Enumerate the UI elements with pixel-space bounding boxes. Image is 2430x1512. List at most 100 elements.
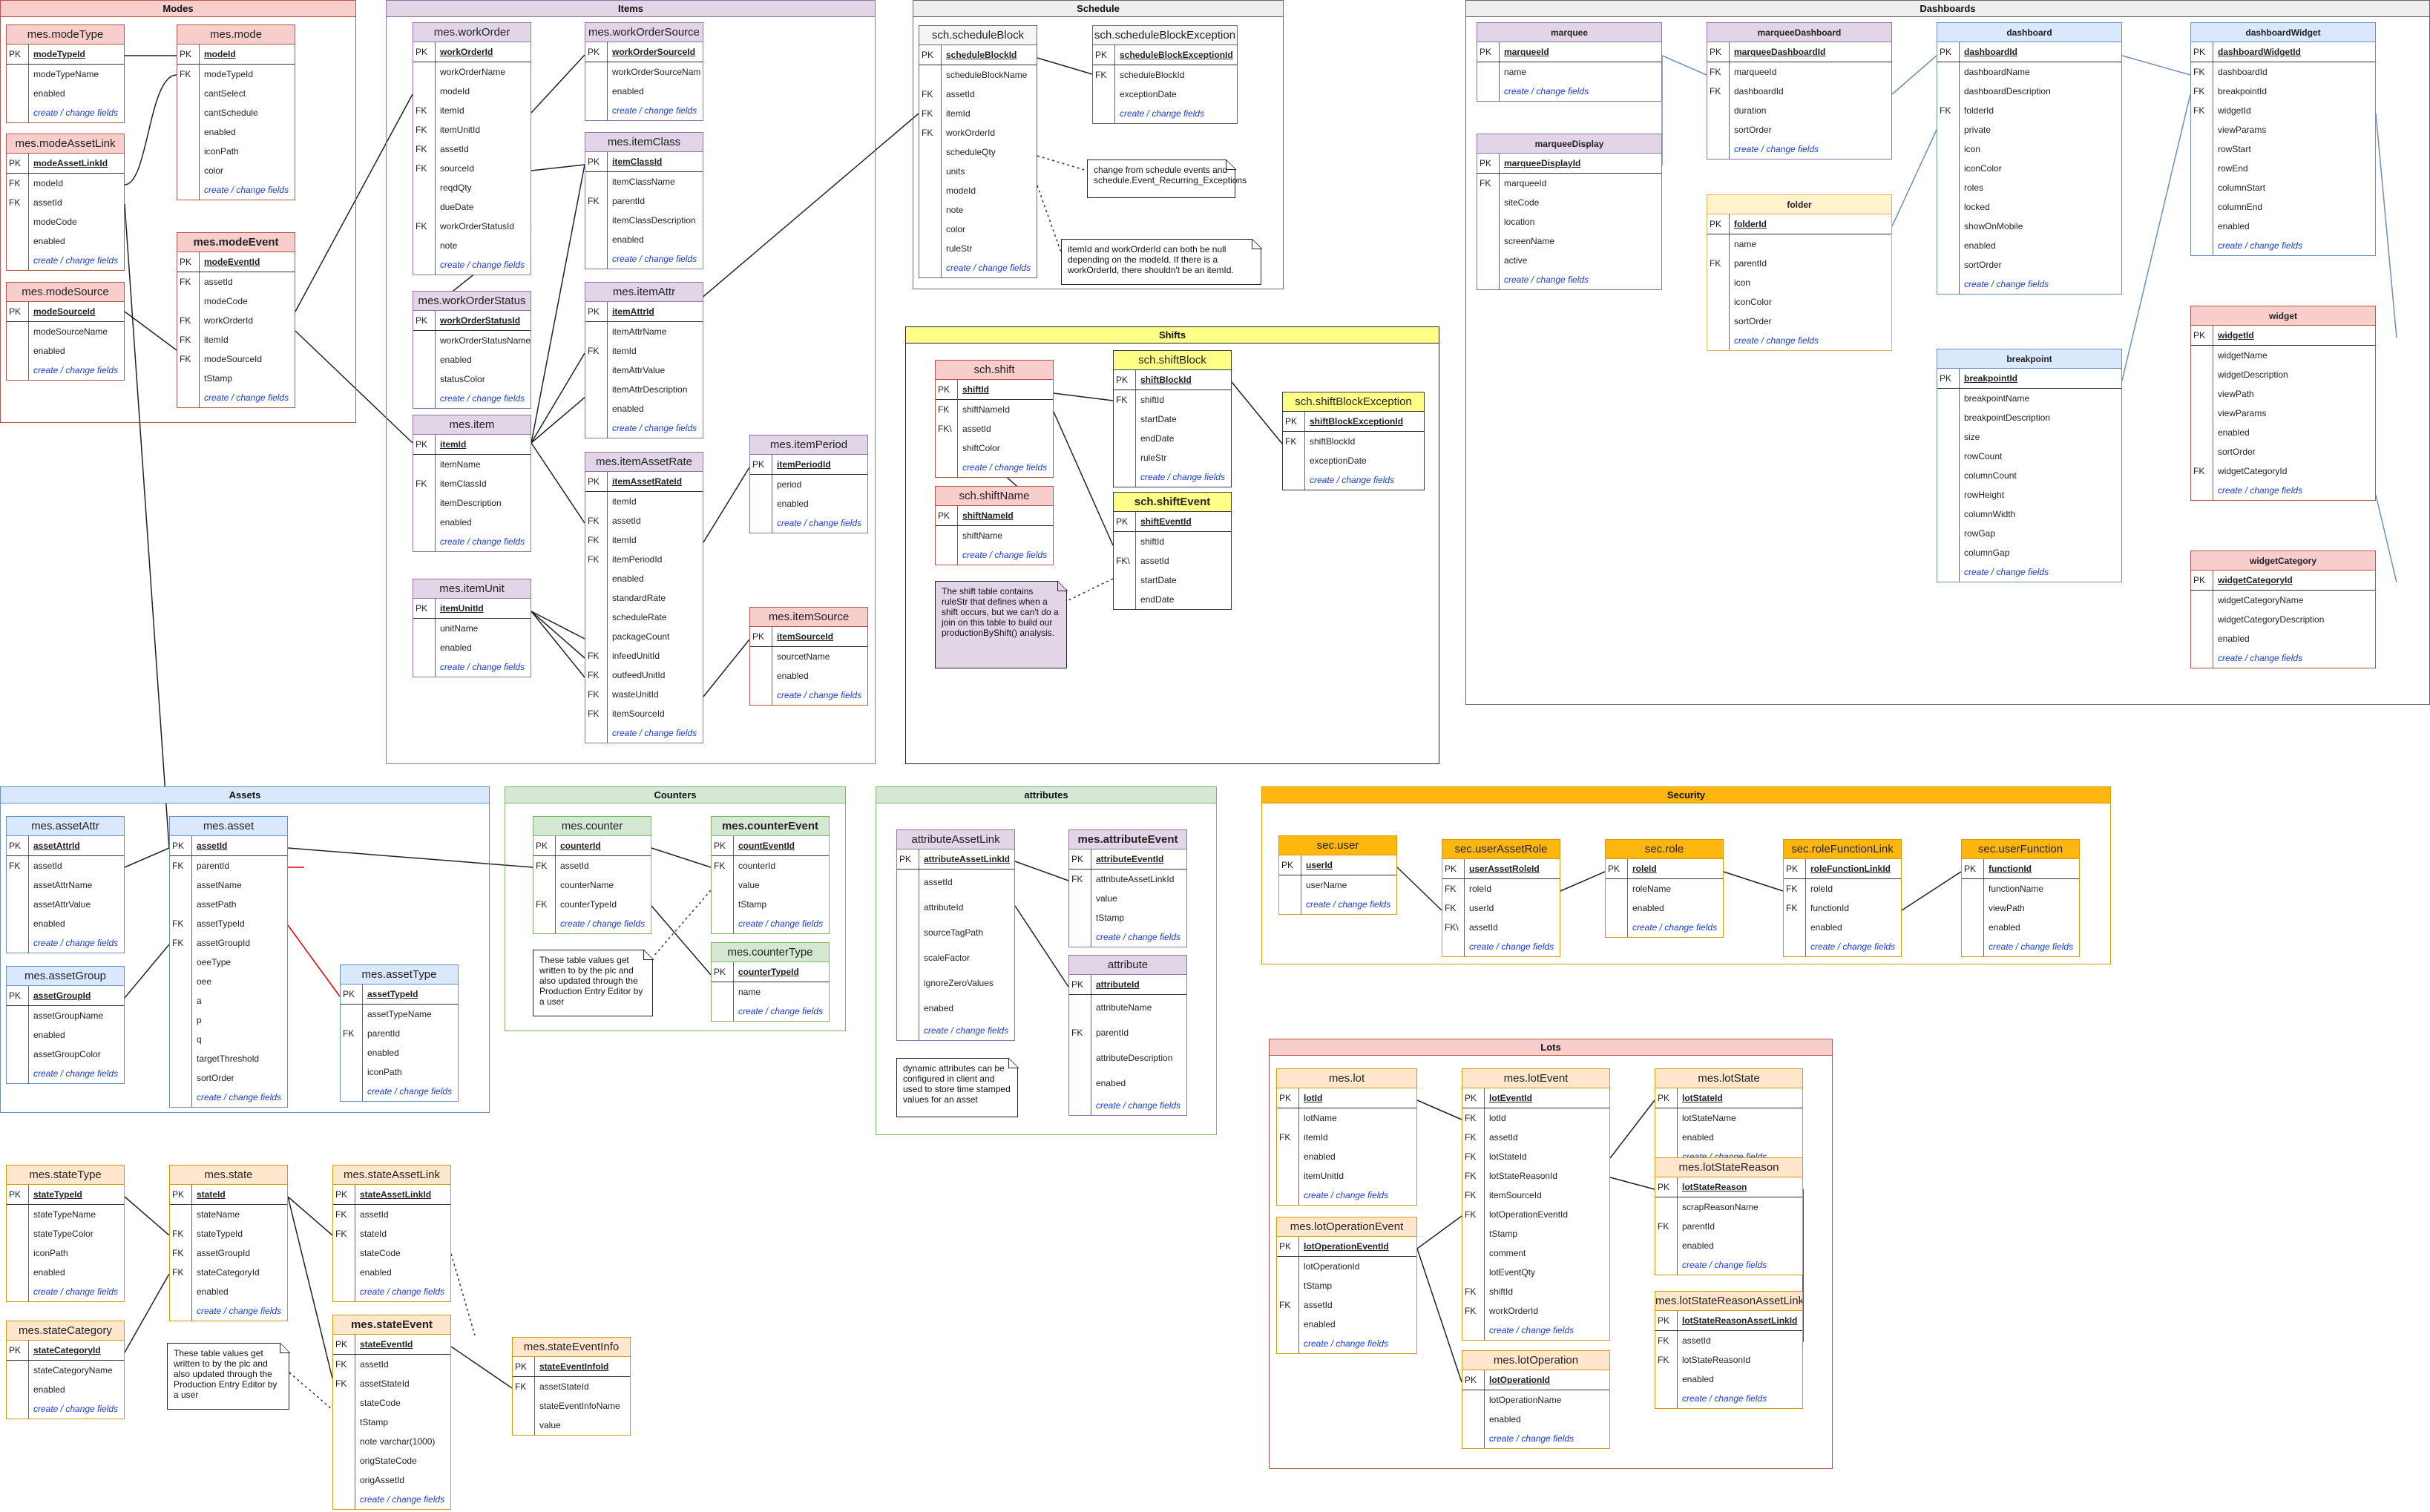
primary-key-field[interactable]: dashboardId [1964,47,2018,57]
e-itemAttr-title[interactable]: mes.itemAttr [585,283,703,302]
field-shiftnameid[interactable]: shiftNameId [962,404,1011,415]
primary-key-field[interactable]: lotOperationId [1489,1375,1550,1385]
field-parentid[interactable]: parentId [612,196,646,206]
create-change-fields-link[interactable]: create / change fields [612,105,697,116]
primary-key-field[interactable]: roleFunctionLinkId [1810,864,1891,874]
field-breakpointdescription[interactable]: breakpointDescription [1964,412,2051,423]
field-workorderstatusname[interactable]: workOrderStatusName [440,335,531,346]
field-shiftid[interactable]: shiftId [1140,395,1165,405]
e-widget-title[interactable]: widget [2191,306,2375,326]
e-attributeAssetLink-title[interactable]: attributeAssetLink [897,830,1014,849]
primary-key-field[interactable]: modeEventId [204,257,260,267]
field-itemsourceid[interactable]: itemSourceId [612,709,665,719]
e-breakpoint-title[interactable]: breakpoint [1937,349,2121,369]
create-change-fields-link[interactable]: create / change fields [33,108,119,118]
e-scheduleBlock-title[interactable]: sch.scheduleBlock [919,26,1037,45]
field-tstamp[interactable]: tStamp [1096,913,1125,923]
field-enabled[interactable]: enabled [612,86,644,96]
field-reqdqty[interactable]: reqdQty [440,183,472,193]
e-folder-title[interactable]: folder [1707,195,1891,214]
create-change-fields-link[interactable]: create / change fields [1964,567,2049,577]
field-standardrate[interactable]: standardRate [612,593,666,603]
field-assetid[interactable]: assetId [1304,1300,1333,1310]
e-stateEvent-title[interactable]: mes.stateEvent [333,1315,450,1335]
field-dashboarddescription[interactable]: dashboardDescription [1964,86,2051,96]
e-marqueeDashboard-title[interactable]: marqueeDashboard [1707,23,1891,42]
create-change-fields-link[interactable]: create / change fields [962,462,1048,473]
field-itemid[interactable]: itemId [612,535,637,545]
field-enabled[interactable]: enabled [204,127,236,137]
e-user-title[interactable]: sec.user [1279,836,1396,855]
field-value[interactable]: value [1096,893,1117,904]
primary-key-field[interactable]: lotStateReasonAssetLinkId [1682,1315,1798,1326]
create-change-fields-link[interactable]: create / change fields [33,1068,119,1079]
field-enabled[interactable]: enabled [777,671,809,681]
field-itemid[interactable]: itemId [612,496,637,507]
g-shifts-title[interactable]: Shifts [906,327,1439,344]
field-itemname[interactable]: itemName [440,459,481,470]
create-change-fields-link[interactable]: create / change fields [1504,275,1589,285]
field-enabled[interactable]: enabled [440,355,472,365]
field-rowstart[interactable]: rowStart [2218,144,2251,154]
field-itemid[interactable]: itemId [204,335,229,345]
primary-key-field[interactable]: countEventId [738,841,795,851]
field-enabed[interactable]: enabed [1096,1078,1126,1088]
primary-key-field[interactable]: functionId [1989,864,2032,874]
field-attributeassetlinkid[interactable]: attributeAssetLinkId [1096,874,1175,884]
field-lotoperationname[interactable]: lotOperationName [1489,1395,1562,1405]
field-targetthreshold[interactable]: targetThreshold [197,1054,260,1064]
create-change-fields-link[interactable]: create / change fields [1304,1190,1389,1200]
field-location[interactable]: location [1504,217,1535,227]
field-itemunitid[interactable]: itemUnitId [1304,1171,1344,1181]
create-change-fields-link[interactable]: create / change fields [197,1092,282,1102]
create-change-fields-link[interactable]: create / change fields [33,1286,119,1297]
field-stateeventinfoname[interactable]: stateEventInfoName [539,1401,620,1411]
field-modeid[interactable]: modeId [946,185,976,196]
e-itemAssetRate-title[interactable]: mes.itemAssetRate [585,453,703,472]
field-startdate[interactable]: startDate [1140,414,1177,424]
field-roleid[interactable]: roleId [1469,884,1492,894]
field-size[interactable]: size [1964,432,1980,442]
field-exceptiondate[interactable]: exceptionDate [1310,456,1367,466]
create-change-fields-link[interactable]: create / change fields [33,255,119,266]
field-enabled[interactable]: enabled [1489,1414,1521,1424]
field-tstamp[interactable]: tStamp [360,1417,389,1427]
create-change-fields-link[interactable]: create / change fields [204,392,289,403]
field-folderid[interactable]: folderId [1964,105,1994,116]
field-color[interactable]: color [204,165,224,176]
create-change-fields-link[interactable]: create / change fields [962,550,1048,560]
field-rowcount[interactable]: rowCount [1964,451,2003,461]
g-counters-title[interactable]: Counters [505,787,845,803]
field-workorderstatusid[interactable]: workOrderStatusId [440,221,515,231]
create-change-fields-link[interactable]: create / change fields [612,728,697,738]
create-change-fields-link[interactable]: create / change fields [1734,335,1819,346]
primary-key-field[interactable]: itemAssetRateId [612,476,683,487]
create-change-fields-link[interactable]: create / change fields [360,1286,445,1297]
create-change-fields-link[interactable]: create / change fields [1310,475,1395,485]
primary-key-field[interactable]: stateAssetLinkId [360,1189,432,1200]
create-change-fields-link[interactable]: create / change fields [1489,1433,1574,1444]
e-itemPeriod-title[interactable]: mes.itemPeriod [750,435,867,455]
field-assetid[interactable]: assetId [924,877,953,887]
field-assetstateid[interactable]: assetStateId [360,1378,410,1389]
field-tstamp[interactable]: tStamp [1489,1229,1518,1239]
field-enabled[interactable]: enabled [1632,903,1664,913]
primary-key-field[interactable]: marqueeId [1504,47,1549,57]
create-change-fields-link[interactable]: create / change fields [204,185,289,195]
primary-key-field[interactable]: dashboardWidgetId [2218,47,2301,57]
primary-key-field[interactable]: itemSourceId [777,631,834,642]
field-note[interactable]: note [440,240,458,251]
field-iconcolor[interactable]: iconColor [1964,163,2002,174]
field-columnstart[interactable]: columnStart [2218,183,2266,193]
